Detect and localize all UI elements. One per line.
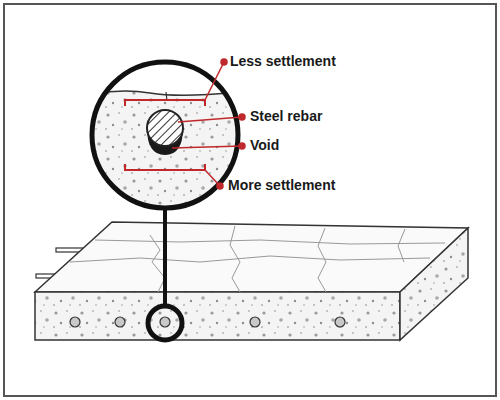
lens-small xyxy=(148,306,182,340)
leader-lines xyxy=(172,59,245,189)
callout-label: Void xyxy=(250,137,279,154)
lens-stem xyxy=(163,208,167,306)
slab-front xyxy=(35,292,400,340)
slab-top xyxy=(35,222,468,292)
lens-large xyxy=(92,62,238,208)
bracket xyxy=(125,164,205,170)
steel-rebar xyxy=(147,110,183,146)
callout-label: More settlement xyxy=(228,177,335,194)
callout-label: Less settlement xyxy=(230,53,336,70)
callout-label: Steel rebar xyxy=(250,108,322,125)
frame xyxy=(4,4,496,396)
rebar-section xyxy=(70,317,345,327)
magnified-section xyxy=(90,60,240,210)
slab-side xyxy=(400,228,468,340)
bracket xyxy=(125,100,205,106)
surface-cracks xyxy=(70,226,445,292)
